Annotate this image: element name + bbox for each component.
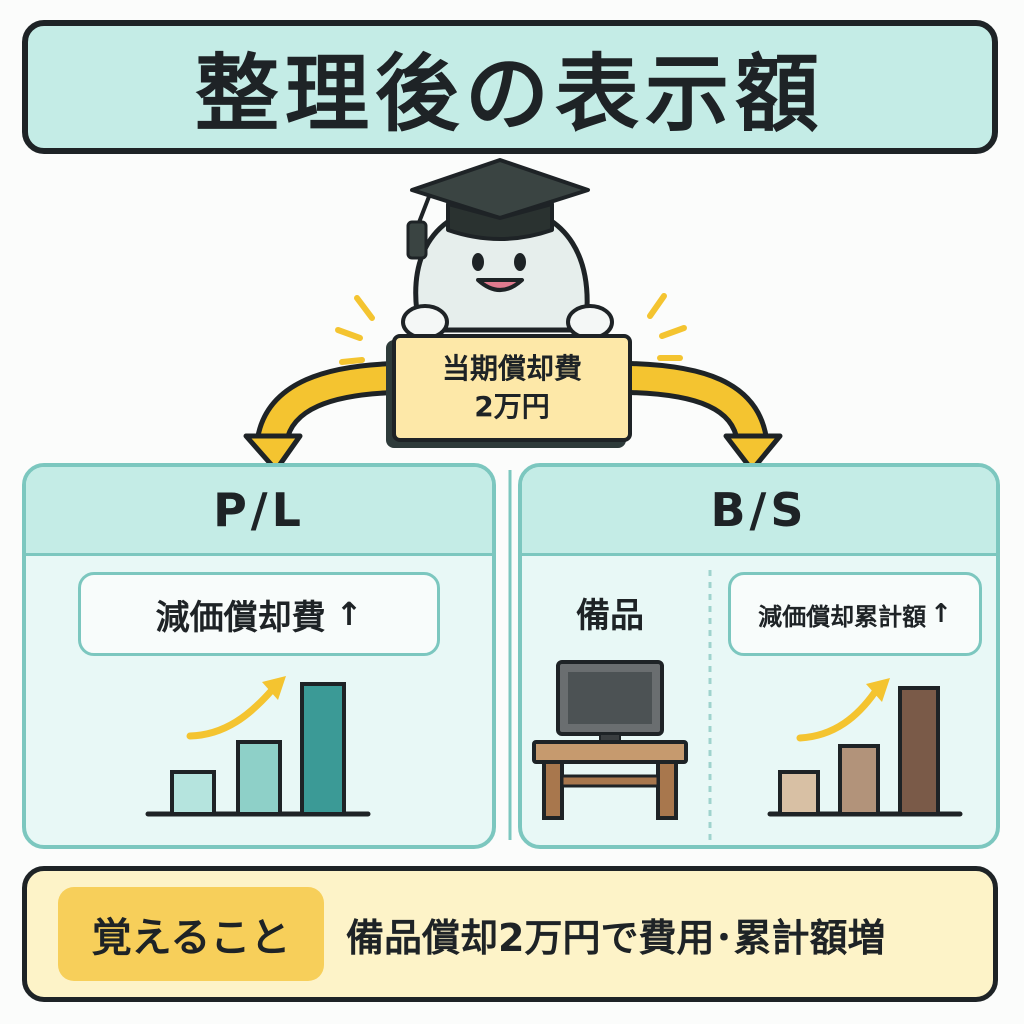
- pl-label-box: 減価償却費 ↑: [78, 572, 440, 656]
- depreciation-sign: 当期償却費 2万円: [392, 334, 632, 442]
- trend-arrow-icon: [796, 678, 890, 742]
- desk-icon: [532, 740, 688, 820]
- up-arrow-icon: ↑: [930, 599, 952, 629]
- right-flow-arrow-icon: [613, 361, 783, 473]
- summary-badge: 覚えること: [58, 887, 324, 981]
- graduation-cap-icon: [406, 158, 590, 260]
- monitor-icon: [556, 660, 664, 743]
- left-flow-arrow-icon: [243, 361, 412, 473]
- pl-bar-1: [170, 770, 216, 816]
- sparkle-right-icon: [647, 293, 687, 361]
- equipment-label: 備品: [576, 595, 644, 636]
- page-title: 整理後の表示額: [194, 44, 825, 143]
- bs-bar-2: [838, 744, 880, 816]
- bs-bar-1: [778, 770, 820, 816]
- pl-bar-chart: [145, 676, 371, 817]
- pl-label: 減価償却費: [155, 597, 326, 638]
- bs-bar-chart: [767, 678, 963, 817]
- bs-label: 減価償却累計額: [758, 602, 927, 631]
- mascot-icon: [401, 202, 614, 340]
- pl-bar-2: [236, 740, 282, 816]
- pl-bar-3: [300, 682, 346, 816]
- summary-text: 備品償却2万円で費用･累計額増: [346, 915, 886, 960]
- bs-title: B/S: [710, 483, 808, 537]
- bs-bar-3: [898, 686, 940, 816]
- pl-panel-header: P/L: [26, 467, 492, 556]
- trend-arrow-icon: [186, 676, 286, 740]
- pl-title: P/L: [213, 483, 305, 537]
- sign-line-2: 2万円: [474, 390, 550, 423]
- pl-panel: P/L: [22, 463, 496, 849]
- title-banner: 整理後の表示額: [22, 20, 998, 154]
- bs-label-box: 減価償却累計額 ↑: [728, 572, 982, 656]
- sparkle-left-icon: [335, 295, 375, 365]
- sign-line-1: 当期償却費: [441, 352, 582, 386]
- up-arrow-icon: ↑: [335, 595, 363, 633]
- bs-panel-header: B/S: [522, 467, 996, 556]
